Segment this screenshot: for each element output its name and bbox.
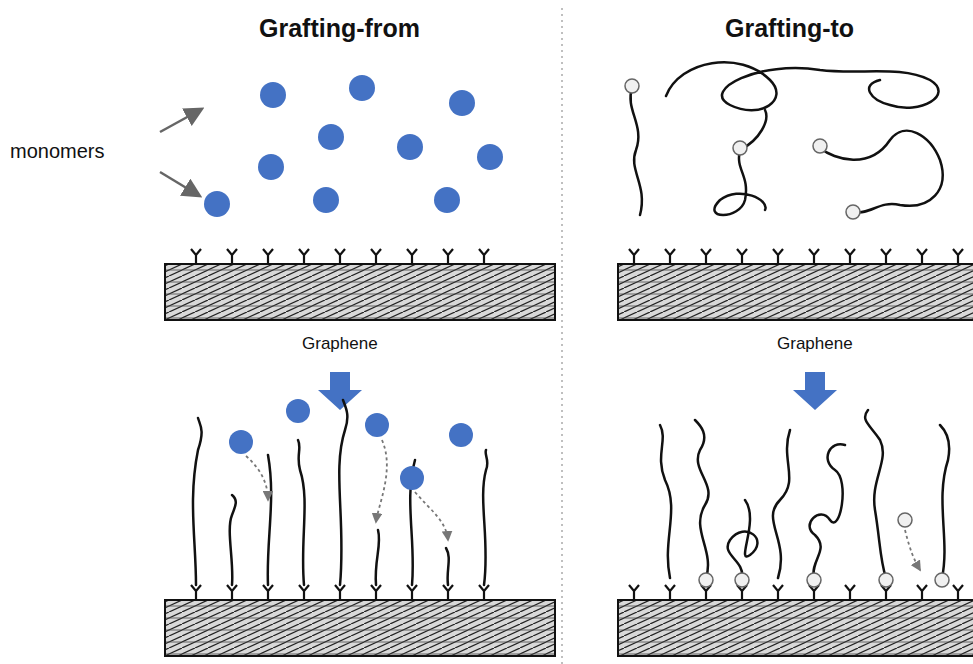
- polymer-chains: [193, 400, 487, 585]
- anchor-group: [479, 585, 489, 599]
- callout-label: monomers: [10, 140, 104, 163]
- process-arrow: [318, 372, 362, 410]
- anchor-group: [845, 249, 855, 263]
- anchor-group: [191, 249, 201, 263]
- anchor-group: [479, 249, 489, 263]
- anchor-group: [227, 585, 237, 599]
- graphene-sheet: [165, 600, 555, 656]
- anchor-group: [263, 585, 273, 599]
- anchor-groups: [191, 249, 963, 599]
- anchor-group: [629, 249, 639, 263]
- anchor-group: [371, 249, 381, 263]
- pointer-arrow: [160, 172, 198, 195]
- divider-line: [561, 8, 563, 664]
- dotted-arrow: [905, 530, 920, 570]
- anchor-group: [371, 585, 381, 599]
- polymer-chains: [630, 62, 942, 215]
- anchor-group: [809, 249, 819, 263]
- anchor-group: [773, 249, 783, 263]
- material-label: Graphene: [777, 334, 853, 354]
- reactive-end-group: [625, 79, 860, 219]
- anchor-group: [665, 585, 675, 599]
- anchor-group: [665, 249, 675, 263]
- process-arrow: [793, 372, 837, 410]
- anchor-group: [227, 249, 237, 263]
- section-heading: Grafting-from: [259, 14, 420, 43]
- reactive-end-group: [699, 513, 949, 587]
- anchor-group: [917, 585, 927, 599]
- anchor-group: [299, 249, 309, 263]
- anchor-group: [335, 249, 345, 263]
- anchor-group: [953, 249, 963, 263]
- monomer-circles: [204, 75, 503, 217]
- graphene-sheet: [618, 600, 973, 656]
- monomer-circles: [229, 399, 473, 490]
- anchor-group: [917, 249, 927, 263]
- anchor-group: [191, 585, 201, 599]
- anchor-group: [737, 249, 747, 263]
- graphene-sheet: [165, 264, 555, 320]
- material-label: Graphene: [302, 334, 378, 354]
- anchor-group: [443, 585, 453, 599]
- anchor-group: [773, 585, 783, 599]
- anchor-group: [443, 249, 453, 263]
- anchor-group: [881, 249, 891, 263]
- anchor-group: [335, 585, 345, 599]
- anchor-group: [299, 585, 309, 599]
- section-heading: Grafting-to: [725, 14, 854, 43]
- anchor-group: [629, 585, 639, 599]
- dotted-arrow: [246, 440, 448, 540]
- anchor-group: [953, 585, 963, 599]
- graphene-sheet: [618, 264, 973, 320]
- anchor-group: [407, 249, 417, 263]
- pointer-arrow: [160, 110, 200, 132]
- anchor-group: [263, 249, 273, 263]
- anchor-group: [701, 249, 711, 263]
- anchor-group: [407, 585, 417, 599]
- polymer-chains: [660, 410, 949, 578]
- anchor-group: [845, 585, 855, 599]
